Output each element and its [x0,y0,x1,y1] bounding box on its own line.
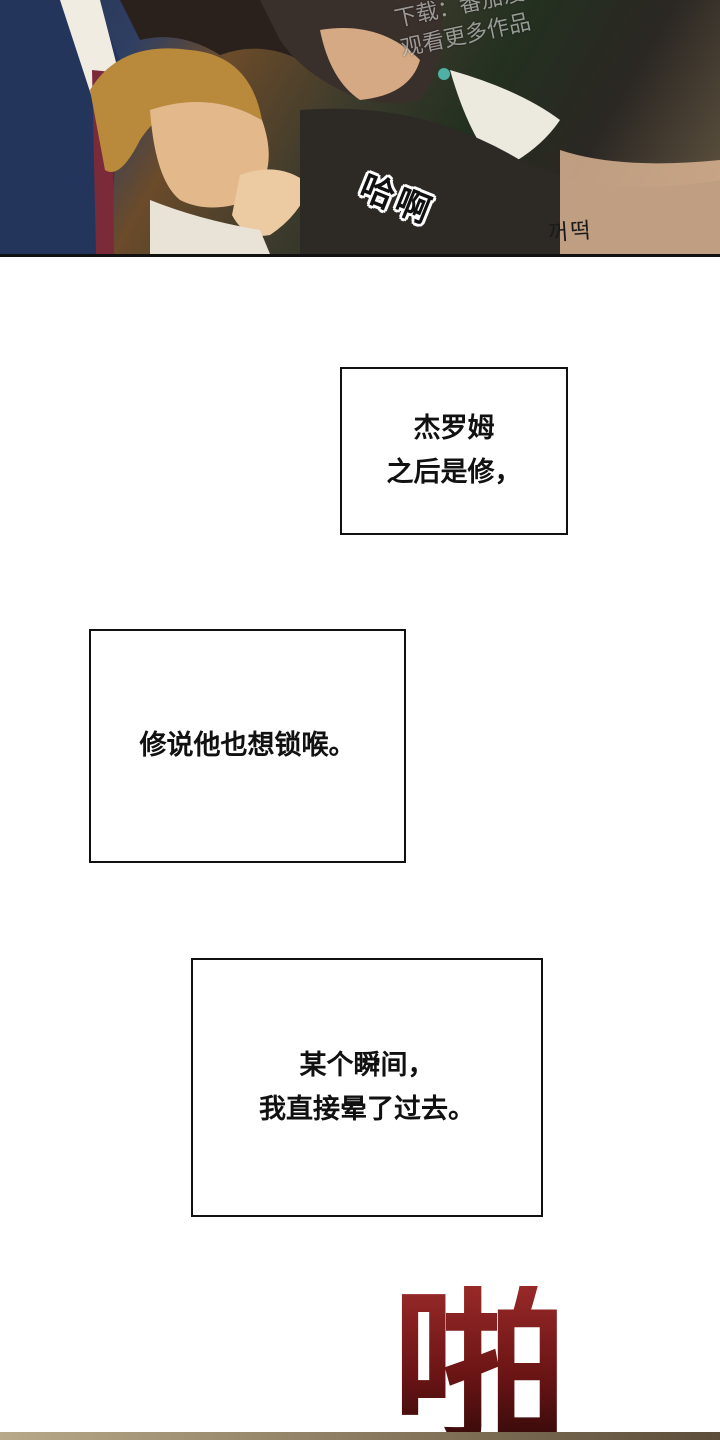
jewel-shape [438,68,450,80]
neck-shape [150,200,270,254]
figure-face-shape [320,28,420,100]
panel-artwork [0,0,720,254]
narration-box-1: 杰罗姆 之后是修， [340,367,568,535]
next-panel-edge [0,1432,720,1440]
narration-box-3-line-2: 我直接晕了过去。 [259,1093,475,1125]
wrist-shape [560,150,720,254]
narration-box-2-line-1: 修说他也想锁喉。 [139,730,356,761]
sfx-slap: 啪 [392,1286,592,1440]
top-illustration-panel: 下载：番茄漫画 观看更多作品 哈啊 꺼떡 [0,0,720,257]
narration-box-1-line-2: 之后是修， [386,457,522,488]
narration-box-2: 修说他也想锁喉。 [89,629,406,863]
sfx-slap-text: 啪 [392,1286,568,1440]
cravat-shape [450,70,560,170]
hand-shape [232,169,310,236]
narration-box-3: 某个瞬间， 我直接晕了过去。 [191,958,543,1217]
narration-box-1-line-1: 杰罗姆 [413,413,495,444]
sfx-korean-text: 꺼떡 [547,218,594,247]
narration-box-3-line-1: 某个瞬间， [299,1049,435,1081]
